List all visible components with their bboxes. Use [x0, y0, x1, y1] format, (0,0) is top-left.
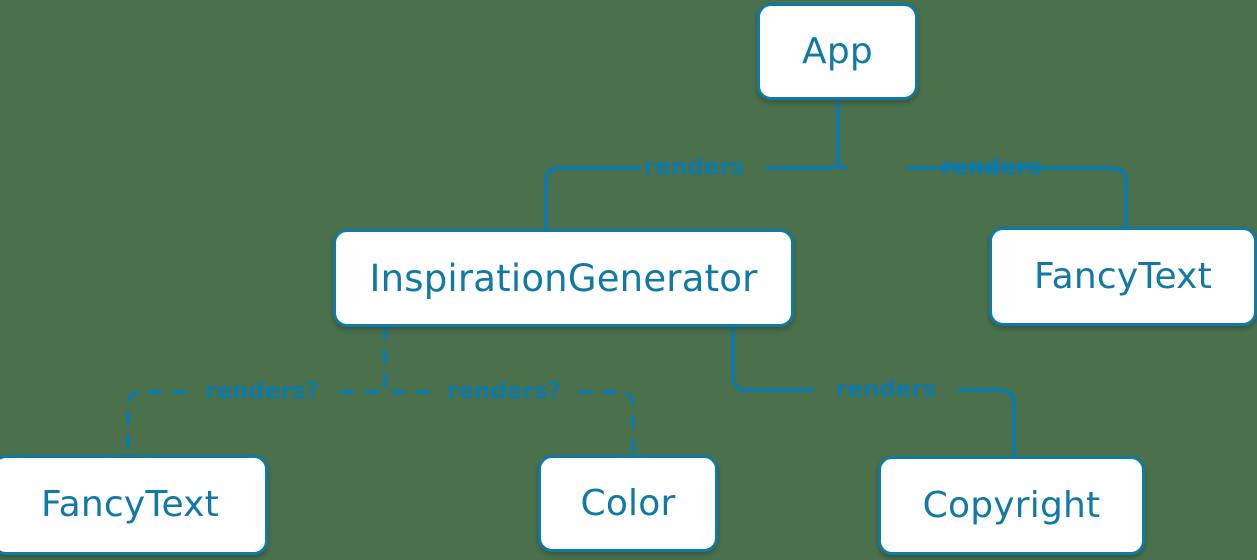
- node-fancytext-bottom[interactable]: FancyText: [0, 455, 268, 555]
- node-color[interactable]: Color: [538, 455, 718, 552]
- edge-app-to-fancytext: [906, 166, 1128, 229]
- edge-label-app-inspirationgenerator: renders: [643, 154, 745, 181]
- edge-label-app-fancytext: renders: [940, 154, 1042, 181]
- edge-app-stem-left: [766, 158, 840, 170]
- node-label-color: Color: [580, 482, 676, 524]
- edge-copyright-elbow: [958, 388, 1016, 458]
- node-label-fancytext-right: FancyText: [1034, 255, 1212, 297]
- edge-inspirationgenerator-to-color-elbow: [578, 390, 635, 457]
- node-label-fancytext-bottom: FancyText: [41, 484, 219, 525]
- edge-label-inspirationgenerator-color: renders?: [447, 378, 561, 405]
- edge-label-inspirationgenerator-copyright: renders: [835, 376, 937, 403]
- edge-inspirationgenerator-to-copyright: [731, 325, 814, 392]
- node-copyright[interactable]: Copyright: [878, 456, 1145, 555]
- edge-label-inspirationgenerator-fancytext: renders?: [205, 378, 319, 405]
- node-inspiration-generator[interactable]: InspirationGenerator: [333, 229, 794, 327]
- edge-app-stem: [836, 98, 848, 170]
- node-fancytext-right[interactable]: FancyText: [989, 227, 1257, 326]
- edge-inspirationgenerator-to-fancytext-elbow: [126, 390, 187, 457]
- node-label-inspiration-generator: InspirationGenerator: [369, 256, 758, 300]
- node-app[interactable]: App: [757, 3, 918, 100]
- node-label-app: App: [802, 30, 873, 72]
- edge-app-to-inspirationgenerator: [544, 166, 642, 231]
- node-label-copyright: Copyright: [922, 484, 1101, 526]
